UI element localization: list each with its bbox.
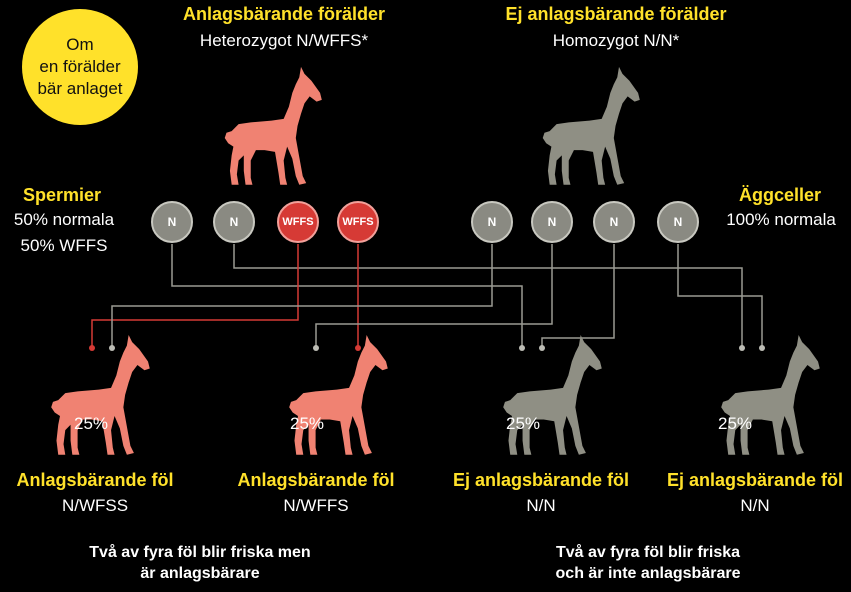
egg-gamete-4: N bbox=[657, 201, 699, 243]
foal-3-horse-icon bbox=[503, 335, 602, 455]
summary-right-line-2: och är inte anlagsbärare bbox=[555, 565, 741, 582]
foal-1-genotype: N/WFSS bbox=[61, 496, 129, 515]
summary-left-line-1: Två av fyra föl blir friska men bbox=[89, 544, 311, 561]
sperm-gamete-2: N bbox=[213, 201, 255, 243]
summary-left: Två av fyra föl blir friska men är anlag… bbox=[40, 542, 360, 584]
foal-1-percent: 25% bbox=[74, 414, 109, 433]
eggs-normal: 100% normala bbox=[726, 210, 836, 229]
sperm-gamete-3: WFFS bbox=[277, 201, 319, 243]
foal-4-genotype: N/N bbox=[740, 496, 770, 515]
foal-4-label: Ej anlagsbärande föl bbox=[666, 470, 844, 490]
sperm-wffs: 50% WFFS bbox=[20, 236, 108, 255]
sperm-gamete-4: WFFS bbox=[337, 201, 379, 243]
noncarrier-parent-title: Ej anlagsbärande förälder bbox=[505, 4, 727, 24]
foal-3-genotype: N/N bbox=[526, 496, 556, 515]
foal-2-genotype: N/WFFS bbox=[283, 496, 349, 515]
summary-left-line-2: är anlagsbärare bbox=[140, 565, 260, 582]
foal-2-horse-icon bbox=[289, 335, 388, 455]
carrier-parent-genotype: Heterozygot N/WFFS* bbox=[199, 31, 369, 50]
egg-gamete-3: N bbox=[593, 201, 635, 243]
foal-3-percent: 25% bbox=[506, 414, 541, 433]
foal-1-label: Anlagsbärande föl bbox=[16, 470, 174, 490]
sperm-title: Spermier bbox=[22, 185, 102, 205]
foal-4-percent: 25% bbox=[718, 414, 753, 433]
bubble-line-3: bär anlaget bbox=[37, 79, 123, 98]
carrier-parent-title: Anlagsbärande förälder bbox=[182, 4, 386, 24]
sperm-gamete-1: N bbox=[151, 201, 193, 243]
summary-right-line-1: Två av fyra föl blir friska bbox=[555, 544, 741, 561]
foal-3-label: Ej anlagsbärande föl bbox=[452, 470, 630, 490]
bubble-line-1: Om bbox=[66, 35, 94, 54]
foal-4-horse-icon bbox=[721, 335, 820, 455]
foal-2-label: Anlagsbärande föl bbox=[237, 470, 395, 490]
eggs-title: Äggceller bbox=[738, 185, 822, 205]
egg-gamete-2: N bbox=[531, 201, 573, 243]
bubble-line-2: en förälder bbox=[39, 57, 121, 76]
info-bubble: Om en förälder bär anlaget bbox=[22, 9, 138, 125]
noncarrier-parent-genotype: Homozygot N/N* bbox=[552, 31, 680, 50]
foal-2-percent: 25% bbox=[290, 414, 325, 433]
foal-1-horse-icon bbox=[51, 335, 150, 455]
sperm-normal: 50% normala bbox=[13, 210, 115, 229]
summary-right: Två av fyra föl blir friska och är inte … bbox=[488, 542, 808, 584]
egg-gamete-1: N bbox=[471, 201, 513, 243]
